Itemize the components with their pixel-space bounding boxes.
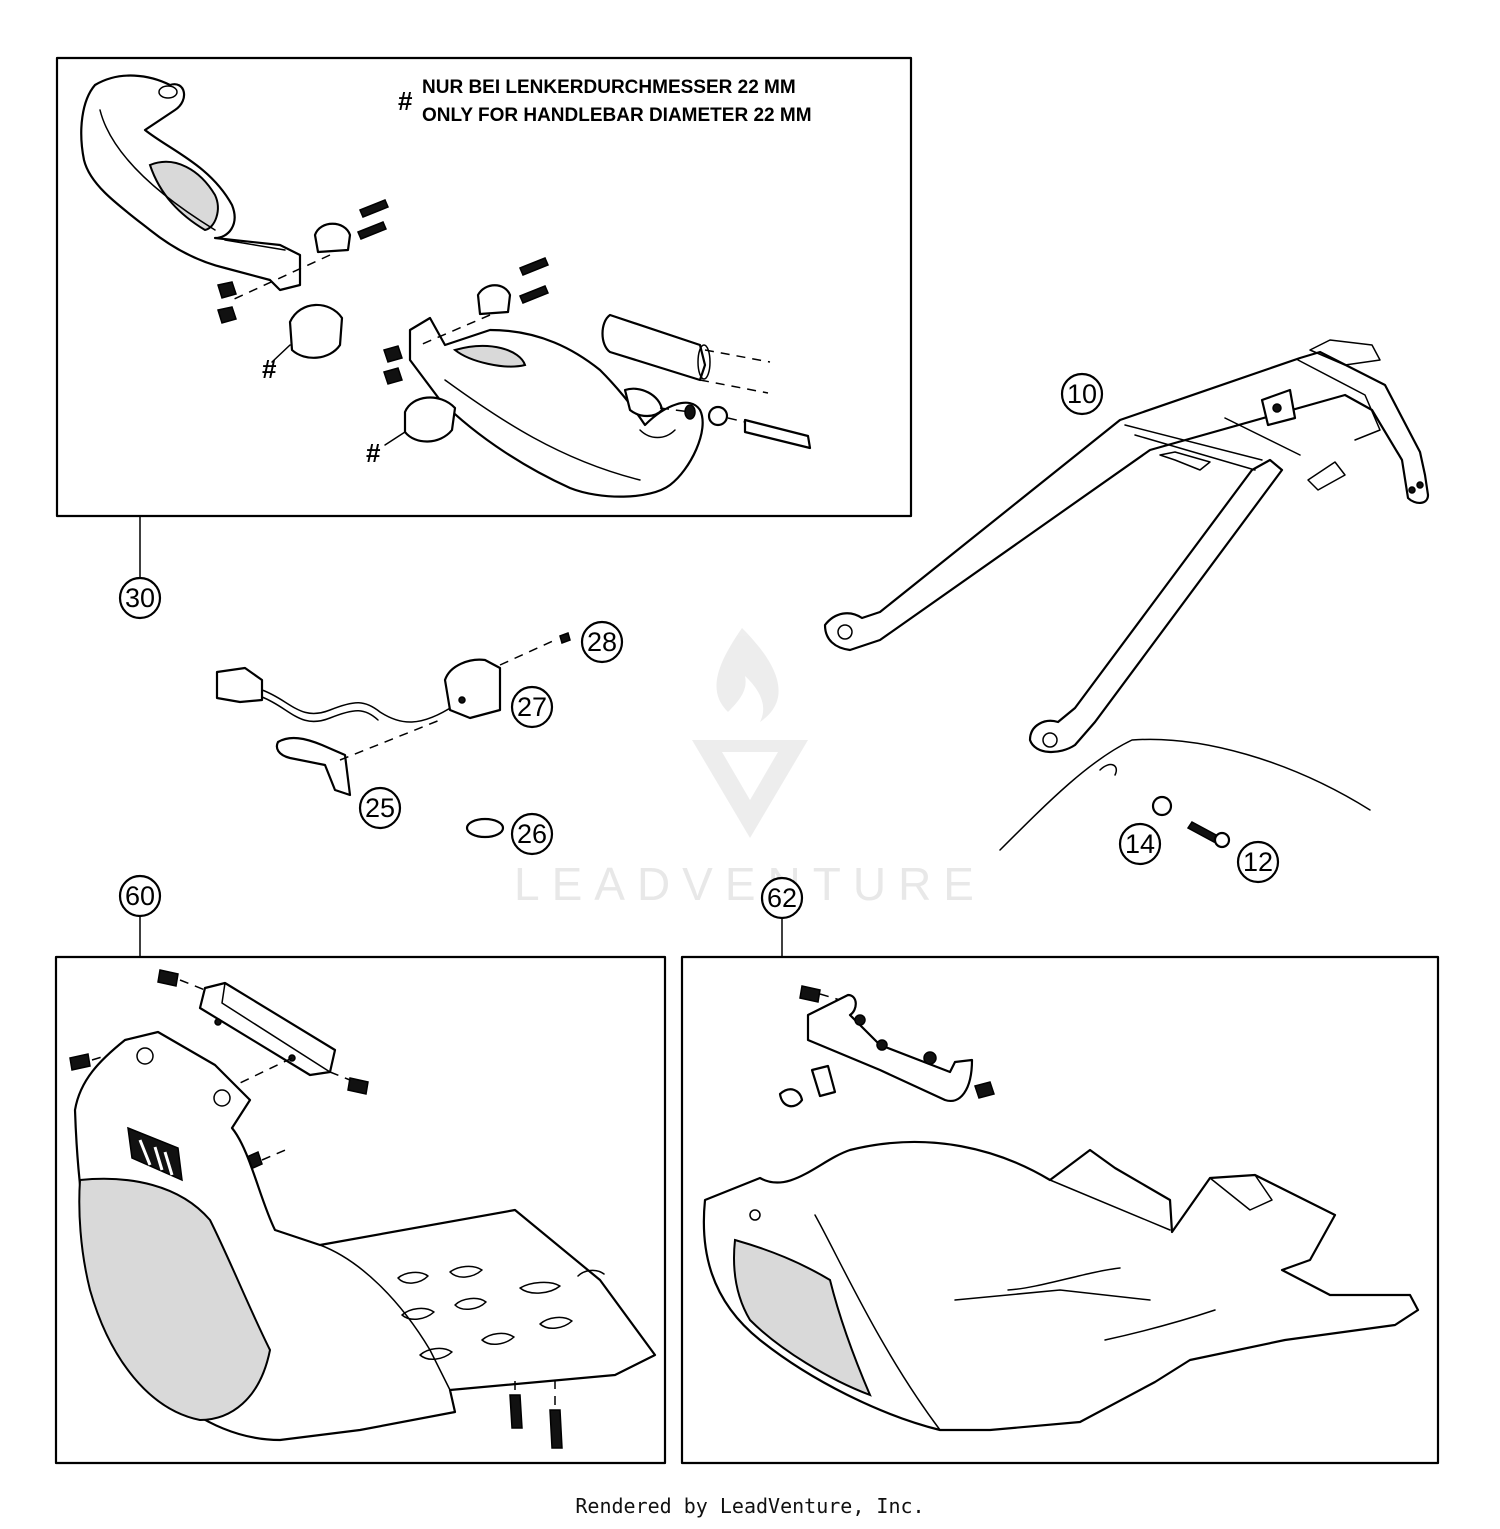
left-handguard bbox=[80, 74, 302, 292]
hash-mark-1: # bbox=[262, 354, 277, 384]
rear-fender-detail bbox=[999, 738, 1371, 851]
svg-text:60: 60 bbox=[125, 881, 155, 911]
svg-text:28: 28 bbox=[587, 627, 617, 657]
svg-text:26: 26 bbox=[517, 819, 547, 849]
skid-plate-kit-box bbox=[54, 955, 667, 1465]
callout-28: 28 bbox=[580, 620, 624, 664]
svg-text:10: 10 bbox=[1067, 379, 1097, 409]
handguard-kit-box: # NUR BEI LENKERDURCHMESSER 22 MM ONLY F… bbox=[55, 56, 913, 518]
callout-25: 25 bbox=[358, 786, 402, 830]
luggage-rack bbox=[823, 339, 1430, 753]
right-handguard bbox=[408, 313, 771, 498]
callout-60: 60 bbox=[118, 874, 162, 918]
svg-text:12: 12 bbox=[1243, 847, 1273, 877]
left-clamp-set bbox=[217, 199, 389, 363]
svg-text:14: 14 bbox=[1125, 829, 1155, 859]
light-switch-assembly bbox=[215, 632, 571, 839]
leadventure-watermark: LEADVENTURE bbox=[514, 628, 986, 910]
box-30-frame bbox=[55, 56, 913, 518]
watermark-text: LEADVENTURE bbox=[514, 858, 986, 910]
ktm-logo bbox=[127, 1126, 183, 1182]
svg-text:30: 30 bbox=[125, 583, 155, 613]
callout-14: 14 bbox=[1118, 822, 1162, 866]
svg-text:62: 62 bbox=[767, 883, 797, 913]
box-60-frame bbox=[54, 955, 667, 1465]
callout-12: 12 bbox=[1236, 840, 1280, 884]
box-62-frame bbox=[680, 955, 1440, 1465]
footer-credit: Rendered by LeadVenture, Inc. bbox=[575, 1494, 925, 1518]
svg-text:25: 25 bbox=[365, 793, 395, 823]
callout-27: 27 bbox=[510, 685, 554, 729]
callout-26: 26 bbox=[510, 812, 554, 856]
callout-10: 10 bbox=[1060, 372, 1104, 416]
svg-text:27: 27 bbox=[517, 692, 547, 722]
callout-30: 30 bbox=[118, 576, 162, 620]
callout-62: 62 bbox=[760, 876, 804, 920]
right-clamp-set bbox=[383, 257, 812, 450]
note-line-en: ONLY FOR HANDLEBAR DIAMETER 22 MM bbox=[422, 105, 812, 126]
hash-mark-2: # bbox=[366, 438, 381, 468]
note-line-de: NUR BEI LENKERDURCHMESSER 22 MM bbox=[422, 77, 796, 98]
skid-plate-box-62 bbox=[680, 955, 1440, 1465]
note-hash-symbol: # bbox=[398, 86, 413, 116]
